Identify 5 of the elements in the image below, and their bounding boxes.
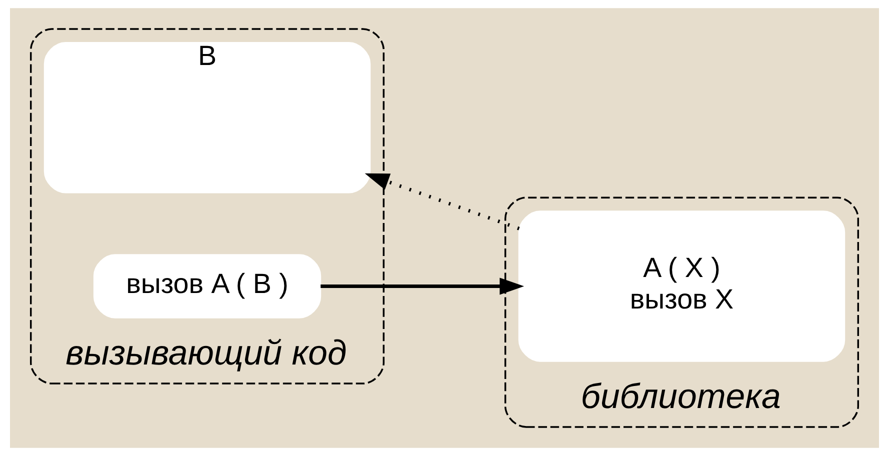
arrow [320,278,524,295]
node-box: вызов A ( B ) [93,254,322,318]
node-box: A ( X ) вызов X [518,210,846,362]
arrow [364,173,520,230]
node-box: B [44,42,371,194]
